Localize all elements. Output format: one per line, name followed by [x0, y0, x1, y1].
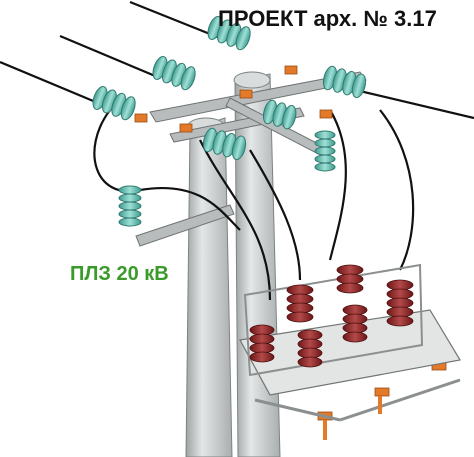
project-title: ПРОЕКТ арх. № 3.17	[218, 6, 437, 31]
equipment-caption: ПЛЗ 20 кВ	[70, 263, 169, 285]
insulator-icon	[92, 16, 367, 160]
surge-arrester-icon	[118, 130, 336, 227]
porcelain-insulator-icon	[249, 264, 414, 368]
